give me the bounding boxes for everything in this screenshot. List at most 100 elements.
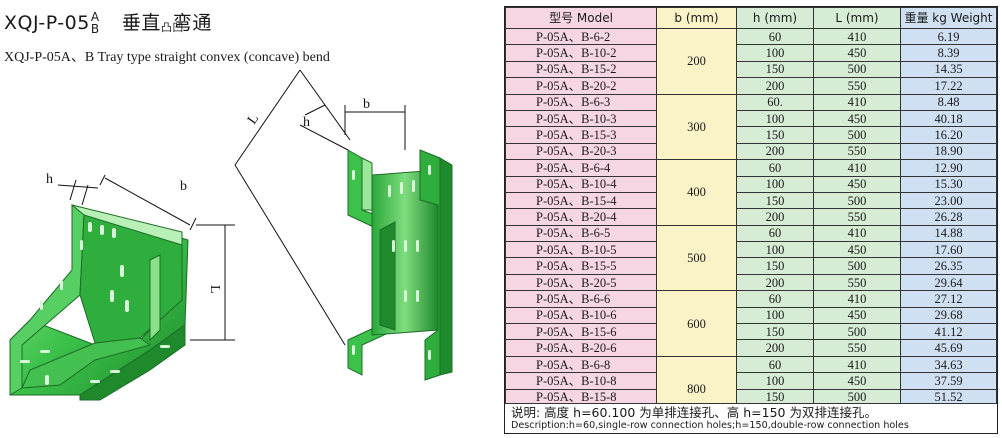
cell-weight: 26.28 xyxy=(900,208,997,226)
cell-h: 100 xyxy=(736,372,814,390)
bend-drawings: h b L xyxy=(9,69,453,401)
cell-l: 450 xyxy=(813,109,901,128)
cell-h: 100 xyxy=(736,306,814,325)
table-header-row: 型号 Model b (mm) h (mm) L (mm) 重量 kg Weig… xyxy=(505,7,997,29)
cell-l: 450 xyxy=(813,241,901,259)
concave-bend-drawing: L h b xyxy=(234,69,453,381)
cell-b: 300 xyxy=(656,93,737,161)
cell-h: 100 xyxy=(736,241,814,259)
cell-model: P-05A、B-15-2 xyxy=(505,60,657,79)
cell-h: 150 xyxy=(736,323,814,341)
cell-l: 500 xyxy=(813,323,901,341)
cell-model: P-05A、B-20-4 xyxy=(505,208,657,226)
cell-model: P-05A、B-6-8 xyxy=(505,355,657,374)
cell-model: P-05A、B-15-8 xyxy=(505,388,657,406)
cell-model: P-05A、B-10-5 xyxy=(505,241,657,259)
cell-weight: 17.22 xyxy=(900,77,997,95)
cell-model: P-05A、B-10-3 xyxy=(505,109,657,128)
cell-model: P-05A、B-20-2 xyxy=(505,77,657,95)
cell-weight: 45.69 xyxy=(900,339,997,357)
header-h: h (mm) xyxy=(736,7,814,29)
cell-model: P-05A、B-20-6 xyxy=(505,339,657,357)
cell-h: 150 xyxy=(736,126,814,144)
cell-l: 450 xyxy=(813,306,901,325)
concave-dim-b: b xyxy=(363,97,370,112)
title-model: XQJ-P-05 xyxy=(4,12,90,34)
cell-h: 60 xyxy=(736,290,814,308)
cell-weight: 6.19 xyxy=(900,27,997,46)
header-model: 型号 Model xyxy=(505,7,657,29)
cell-l: 550 xyxy=(813,339,901,357)
cell-l: 550 xyxy=(813,208,901,226)
spec-table-panel: 型号 Model b (mm) h (mm) L (mm) 重量 kg Weig… xyxy=(504,6,998,434)
cell-b: 200 xyxy=(656,28,737,95)
cell-weight: 8.48 xyxy=(900,93,997,111)
cell-model: P-05A、B-15-3 xyxy=(505,126,657,144)
cell-l: 450 xyxy=(813,372,901,390)
cell-weight: 15.30 xyxy=(900,175,997,193)
cell-weight: 12.90 xyxy=(900,159,997,177)
cell-weight: 18.90 xyxy=(900,142,997,161)
cell-weight: 37.59 xyxy=(900,372,997,390)
cell-l: 550 xyxy=(813,142,901,161)
header-l: L (mm) xyxy=(813,7,901,29)
cell-h: 60 xyxy=(736,27,814,46)
cell-h: 200 xyxy=(736,77,814,95)
cell-weight: 51.52 xyxy=(900,388,997,406)
cell-model: P-05A、B-6-5 xyxy=(505,224,657,243)
cell-model: P-05A、B-10-8 xyxy=(505,372,657,390)
cell-model: P-05A、B-20-3 xyxy=(505,142,657,161)
cell-weight: 29.68 xyxy=(900,306,997,325)
cell-model: P-05A、B-15-6 xyxy=(505,323,657,341)
cell-h: 150 xyxy=(736,60,814,79)
cell-l: 550 xyxy=(813,273,901,292)
cell-weight: 14.35 xyxy=(900,60,997,79)
note-en: Description:h=60,single-row connection h… xyxy=(511,420,909,431)
cell-model: P-05A、B-6-3 xyxy=(505,93,657,111)
cell-model: P-05A、B-10-4 xyxy=(505,175,657,193)
cell-l: 500 xyxy=(813,60,901,79)
cell-h: 200 xyxy=(736,339,814,357)
cell-weight: 40.18 xyxy=(900,109,997,128)
cell-model: P-05A、B-20-5 xyxy=(505,273,657,292)
cell-weight: 27.12 xyxy=(900,290,997,308)
cell-weight: 41.12 xyxy=(900,323,997,341)
cell-h: 100 xyxy=(736,109,814,128)
cell-h: 200 xyxy=(736,273,814,292)
cell-l: 410 xyxy=(813,224,901,243)
cell-h: 60 xyxy=(736,159,814,177)
cell-h: 100 xyxy=(736,44,814,62)
cell-model: P-05A、B-6-4 xyxy=(505,159,657,177)
cell-weight: 16.20 xyxy=(900,126,997,144)
product-subtitle: XQJ-P-05A、B Tray type straight convex (c… xyxy=(4,50,330,65)
cell-weight: 8.39 xyxy=(900,44,997,62)
cell-h: 150 xyxy=(736,257,814,275)
convex-dim-l: L xyxy=(207,285,222,294)
header-b: b (mm) xyxy=(656,7,737,29)
cell-l: 500 xyxy=(813,191,901,210)
cell-b: 400 xyxy=(656,159,737,226)
convex-bend-drawing: h b L xyxy=(9,172,235,401)
cell-l: 450 xyxy=(813,44,901,62)
cell-b: 600 xyxy=(656,290,737,357)
cell-weight: 29.64 xyxy=(900,273,997,292)
